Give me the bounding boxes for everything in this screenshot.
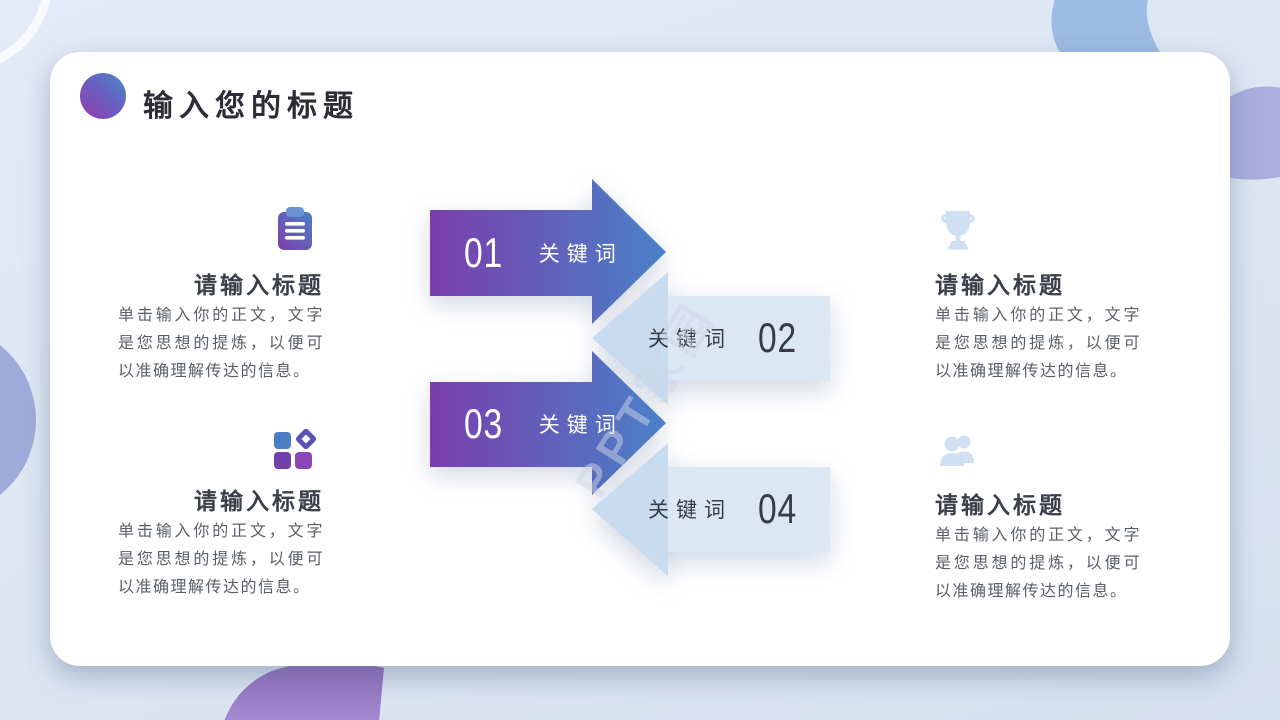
section-heading-left-1: 请输入标题 — [194, 272, 324, 298]
arrow-step-4: 关键词 04 — [592, 443, 830, 576]
section-body-right-2: 单击输入你的正文，文字是您思想的提炼，以便可以准确理解传达的信息。 — [935, 527, 1141, 600]
arrow-number: 04 — [758, 485, 797, 532]
clipboard-icon — [272, 206, 318, 252]
arrow-label: 关键词 — [538, 243, 623, 266]
section-heading-right-1: 请输入标题 — [935, 272, 1065, 298]
ring-arc-purple-bottom — [224, 661, 384, 720]
section-body-right-1: 单击输入你的正文，文字是您思想的提炼，以便可以准确理解传达的信息。 — [935, 307, 1141, 380]
arrow-step-1: 01 关键词 — [430, 179, 666, 324]
slide-card: 输入您的标题 请输入标题 单击输入你的正文，文字是您思想的提炼，以便可以准确理解… — [50, 52, 1230, 666]
arrow-number: 02 — [758, 314, 797, 361]
arrow-label: 关键词 — [538, 414, 623, 437]
ring-arc-top-left — [0, 0, 51, 64]
ring-arc-lavender-right — [1226, 86, 1280, 180]
section-body-left-2: 单击输入你的正文，文字是您思想的提炼，以便可以准确理解传达的信息。 — [118, 523, 324, 596]
trophy-icon — [935, 206, 981, 252]
section-heading-right-2: 请输入标题 — [935, 492, 1065, 518]
title-bullet-dot — [80, 73, 126, 119]
arrow-label: 关键词 — [648, 328, 732, 351]
section-heading-left-2: 请输入标题 — [194, 488, 324, 514]
section-body-left-1: 单击输入你的正文，文字是您思想的提炼，以便可以准确理解传达的信息。 — [118, 307, 324, 380]
users-icon — [935, 430, 981, 476]
arrow-number: 01 — [464, 229, 503, 276]
shapes-grid-icon — [272, 426, 318, 472]
ring-arc-blue — [1051, 0, 1162, 56]
arrow-step-2: 关键词 02 — [592, 272, 830, 405]
ring-arc-lavender-left — [0, 345, 36, 495]
arrow-label: 关键词 — [648, 499, 732, 522]
arrow-step-3: 03 关键词 — [430, 351, 666, 495]
page-title: 输入您的标题 — [143, 90, 359, 123]
arrow-number: 03 — [464, 400, 503, 447]
